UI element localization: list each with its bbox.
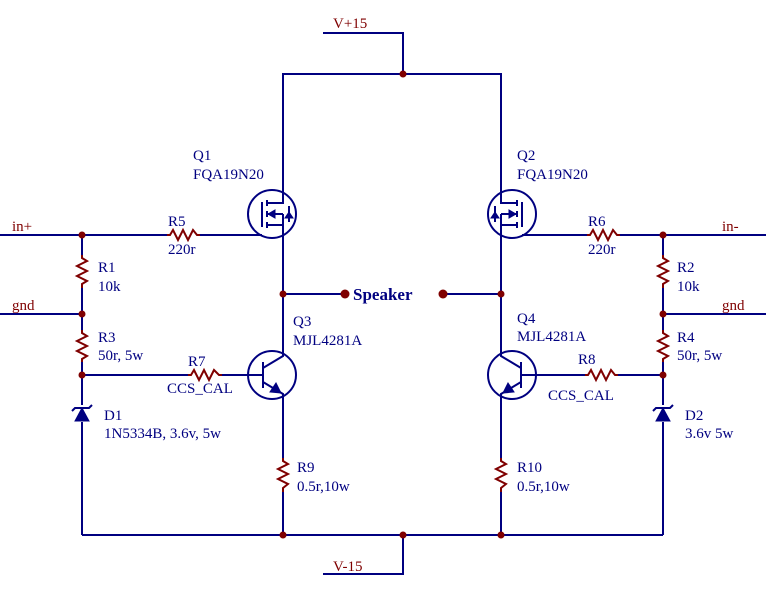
r7-ref: R7 — [188, 354, 206, 370]
q2-value: FQA19N20 — [517, 167, 588, 183]
speaker-terminal-right — [438, 289, 448, 299]
junctions — [78, 70, 667, 539]
net-label-vplus: V+15 — [333, 16, 367, 32]
junction-dot — [78, 310, 86, 318]
resistor-r9 — [275, 458, 291, 492]
resistor-r5 — [167, 227, 200, 243]
r2-ref: R2 — [677, 260, 695, 276]
resistor-r7 — [188, 367, 222, 383]
zener-diode-d1 — [71, 404, 93, 422]
q2-ref: Q2 — [517, 148, 535, 164]
d1-ref: D1 — [104, 408, 122, 424]
junction-dot — [78, 371, 86, 379]
r5-value: 220r — [168, 242, 196, 258]
r4-value: 50r, 5w — [677, 348, 722, 364]
r10-value: 0.5r,10w — [517, 479, 570, 495]
junction-dot — [279, 290, 287, 298]
d2-ref: D2 — [685, 408, 703, 424]
speaker-terminal-left — [340, 289, 350, 299]
q1-value: FQA19N20 — [193, 167, 264, 183]
junction-dot — [497, 531, 505, 539]
resistor-r10 — [493, 458, 509, 492]
speaker-label: Speaker — [353, 285, 413, 304]
net-label-in-plus: in+ — [12, 219, 32, 235]
q3-value: MJL4281A — [293, 333, 362, 349]
r2-value: 10k — [677, 279, 700, 295]
q4-value: MJL4281A — [517, 329, 586, 345]
net-label-vminus: V-15 — [333, 559, 362, 575]
r7-value: CCS_CAL — [167, 381, 233, 397]
q4-ref: Q4 — [517, 311, 536, 327]
r1-value: 10k — [98, 279, 121, 295]
net-label-in-minus: in- — [722, 219, 739, 235]
net-label-gnd-right: gnd — [722, 298, 745, 314]
resistor-r4 — [655, 330, 671, 362]
junction-dot — [279, 531, 287, 539]
q3-ref: Q3 — [293, 314, 311, 330]
junction-dot — [659, 371, 667, 379]
r10-ref: R10 — [517, 460, 542, 476]
r6-ref: R6 — [588, 214, 606, 230]
r9-value: 0.5r,10w — [297, 479, 350, 495]
r5-ref: R5 — [168, 214, 186, 230]
r8-value: CCS_CAL — [548, 388, 614, 404]
resistor-r3 — [74, 330, 90, 362]
mosfet-q1 — [246, 189, 297, 239]
resistor-r6 — [587, 227, 620, 243]
d1-value: 1N5334B, 3.6v, 5w — [104, 426, 221, 442]
resistor-r1 — [74, 255, 90, 288]
r3-value: 50r, 5w — [98, 348, 143, 364]
q1-ref: Q1 — [193, 148, 211, 164]
transistor-q3 — [247, 350, 297, 400]
d2-value: 3.6v 5w — [685, 426, 734, 442]
r8-ref: R8 — [578, 352, 596, 368]
net-label-gnd-left: gnd — [12, 298, 35, 314]
junction-dot — [497, 290, 505, 298]
junction-dot — [659, 310, 667, 318]
r6-value: 220r — [588, 242, 616, 258]
r4-ref: R4 — [677, 330, 695, 346]
junction-dot — [399, 70, 407, 78]
junction-dot — [78, 231, 86, 239]
resistor-r8 — [585, 367, 618, 383]
junction-dot — [659, 231, 667, 239]
mosfet-q2 — [487, 189, 538, 239]
zener-diode-d2 — [652, 404, 674, 422]
transistor-q4 — [487, 350, 540, 400]
r1-ref: R1 — [98, 260, 116, 276]
junction-dot — [399, 531, 407, 539]
resistor-r2 — [655, 255, 671, 288]
r3-ref: R3 — [98, 330, 116, 346]
r9-ref: R9 — [297, 460, 315, 476]
